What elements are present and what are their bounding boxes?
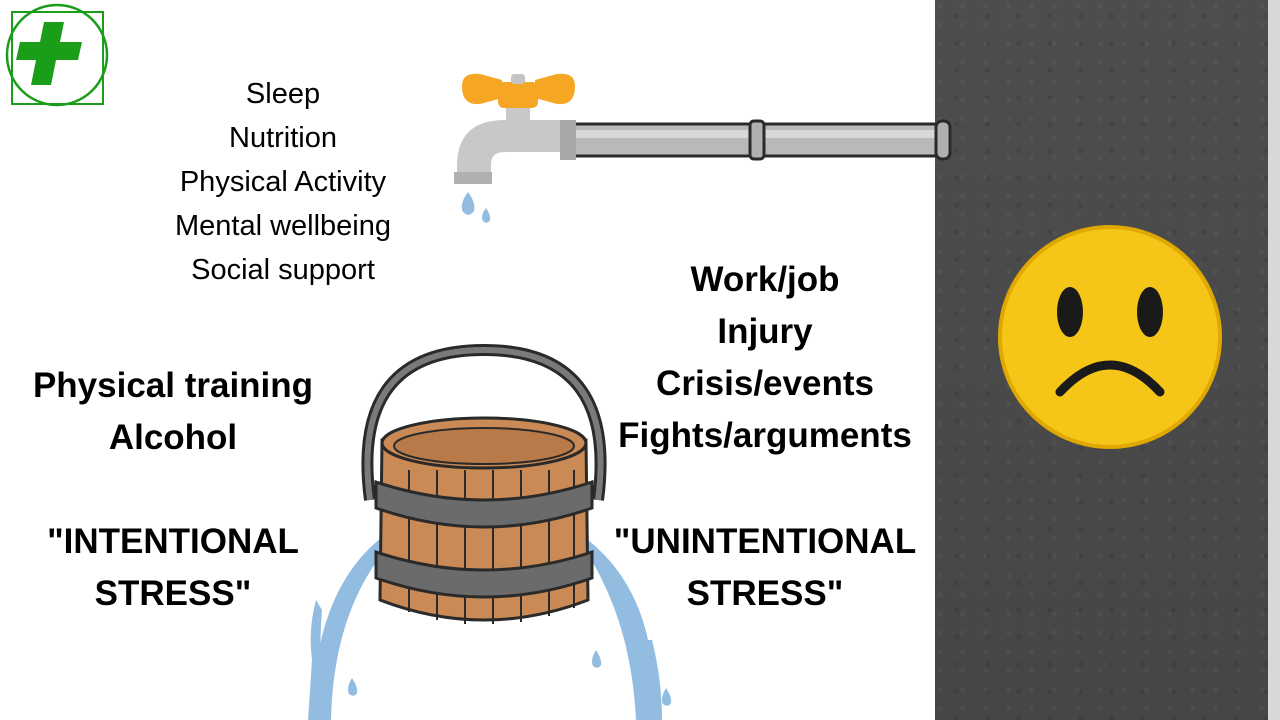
intentional-stress-label: "INTENTIONAL STRESS" bbox=[20, 516, 326, 620]
intentional-label-line2: STRESS" bbox=[94, 574, 252, 613]
supports-list: Sleep Nutrition Physical Activity Mental… bbox=[150, 72, 416, 292]
unintentional-label-line1: "UNINTENTIONAL bbox=[613, 522, 917, 561]
support-item-sleep: Sleep bbox=[245, 78, 321, 110]
unintentional-item-fights-arguments: Fights/arguments bbox=[618, 416, 912, 455]
water-spill bbox=[308, 530, 672, 720]
unintentional-item-crisis-events: Crisis/events bbox=[656, 364, 874, 403]
support-item-nutrition: Nutrition bbox=[229, 122, 337, 154]
unintentional-stress-label: "UNINTENTIONAL STRESS" bbox=[596, 516, 934, 620]
unintentional-label-line2: STRESS" bbox=[686, 574, 844, 613]
intentional-label-line1: "INTENTIONAL bbox=[47, 522, 299, 561]
intentional-item-physical-training: Physical training bbox=[32, 366, 314, 405]
unintentional-item-injury: Injury bbox=[717, 312, 813, 351]
unintentional-stress-list: Work/job Injury Crisis/events Fights/arg… bbox=[600, 254, 930, 462]
wall-edge bbox=[1268, 0, 1280, 720]
pipe-icon bbox=[566, 119, 952, 161]
unintentional-item-work-job: Work/job bbox=[690, 260, 840, 299]
water-tap-icon bbox=[454, 73, 576, 223]
intentional-item-alcohol: Alcohol bbox=[108, 418, 238, 457]
leaky-wooden-bucket-icon bbox=[361, 343, 607, 624]
intentional-stress-list: Physical training Alcohol bbox=[8, 360, 338, 464]
support-item-physical-activity: Physical Activity bbox=[179, 166, 387, 198]
support-item-mental-wellbeing: Mental wellbeing bbox=[174, 210, 391, 242]
medical-cross-logo-icon bbox=[5, 3, 109, 107]
support-item-social-support: Social support bbox=[191, 254, 375, 286]
sad-face-emoji-icon bbox=[998, 225, 1222, 449]
